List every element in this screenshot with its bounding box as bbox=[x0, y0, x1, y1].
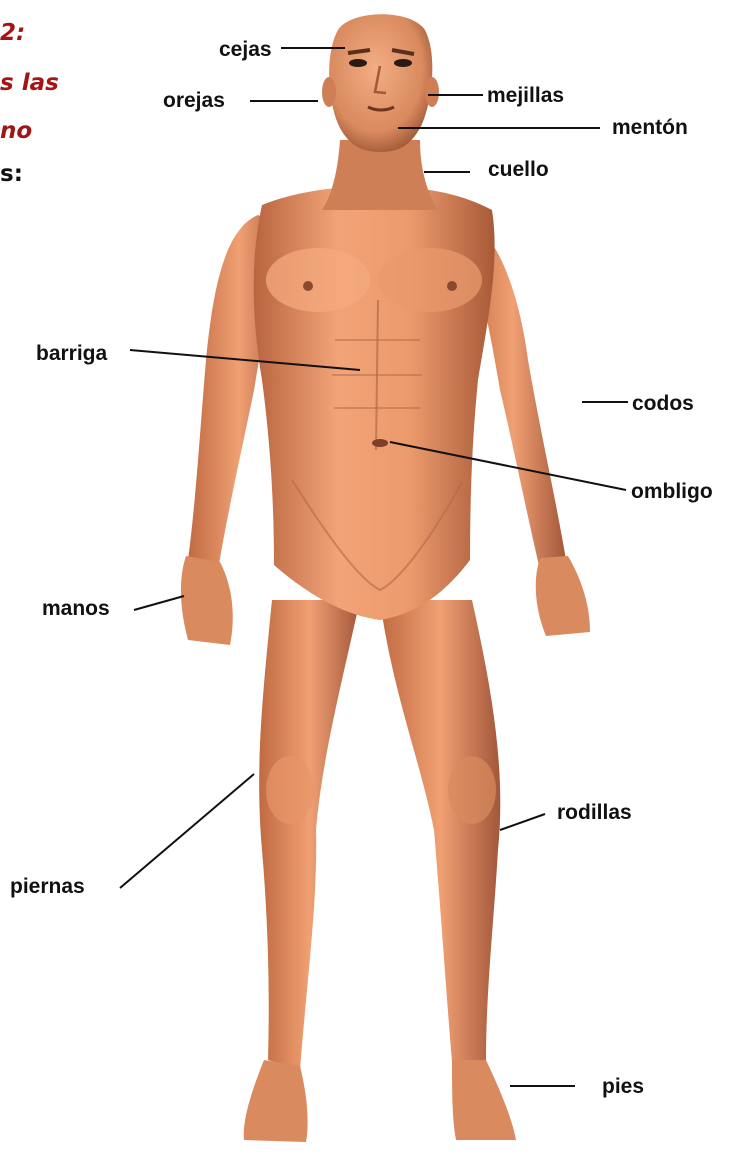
left-leg bbox=[259, 600, 360, 1070]
left-pec bbox=[266, 248, 370, 312]
left-hand bbox=[181, 556, 233, 645]
right-nipple bbox=[447, 281, 457, 291]
label-rodillas: rodillas bbox=[557, 801, 632, 824]
navel bbox=[372, 439, 388, 447]
right-pec bbox=[378, 248, 482, 312]
label-cuello: cuello bbox=[488, 158, 549, 181]
label-codos: codos bbox=[632, 392, 694, 415]
label-barriga: barriga bbox=[36, 342, 108, 365]
label-mejillas: mejillas bbox=[487, 84, 564, 107]
right-ear-shape bbox=[425, 77, 439, 107]
right-hand bbox=[536, 556, 590, 636]
label-cejas: cejas bbox=[219, 38, 272, 61]
head bbox=[329, 14, 432, 152]
torso bbox=[254, 187, 495, 620]
left-ear-shape bbox=[322, 77, 336, 107]
left-nipple bbox=[303, 281, 313, 291]
right-knee bbox=[448, 756, 496, 824]
right-foot bbox=[452, 1060, 516, 1140]
label-pies: pies bbox=[602, 1075, 644, 1098]
label-orejas: orejas bbox=[163, 89, 225, 112]
label-piernas: piernas bbox=[10, 875, 85, 898]
left-eye bbox=[349, 59, 367, 67]
right-leg bbox=[380, 600, 500, 1062]
left-foot bbox=[244, 1060, 308, 1142]
label-ombligo: ombligo bbox=[631, 480, 713, 503]
label-menton: mentón bbox=[612, 116, 688, 139]
label-manos: manos bbox=[42, 597, 110, 620]
left-knee bbox=[266, 756, 314, 824]
right-eye bbox=[394, 59, 412, 67]
